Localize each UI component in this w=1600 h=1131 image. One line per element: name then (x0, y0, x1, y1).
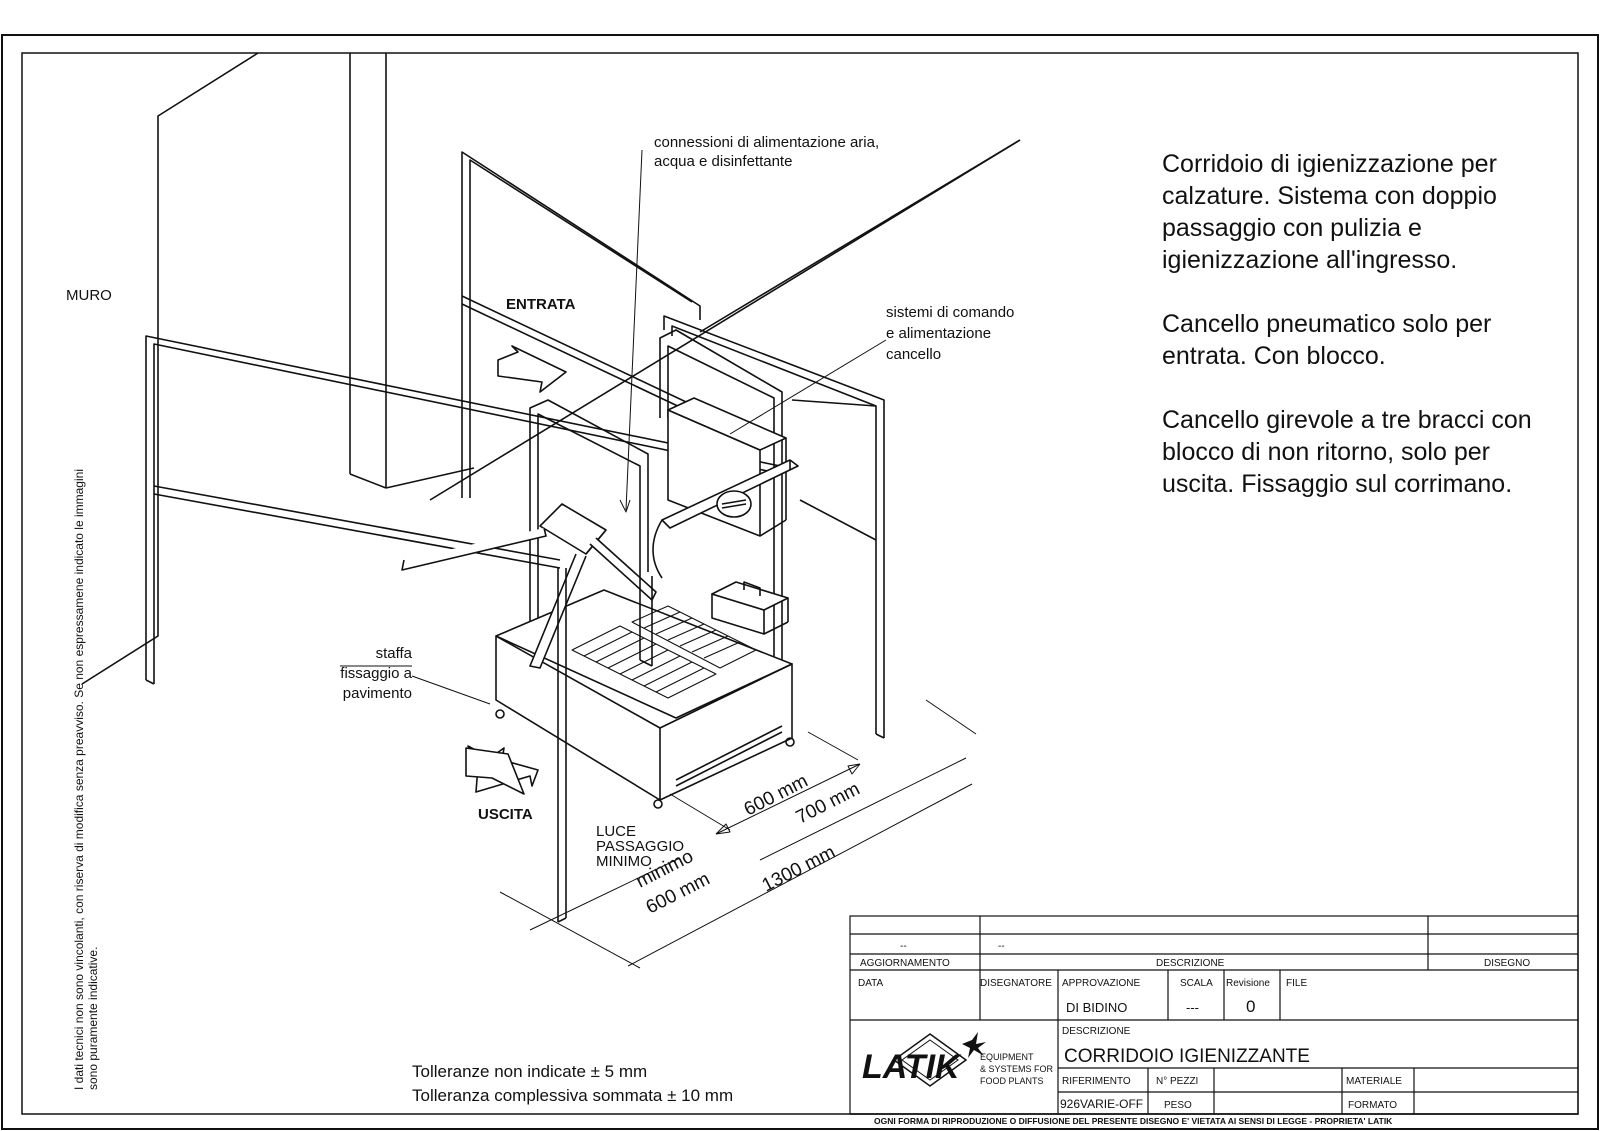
revisione-value: 0 (1246, 997, 1255, 1016)
description-paragraph-3: Cancello girevole a tre bracci con blocc… (1162, 406, 1532, 498)
company-line1: EQUIPMENT (980, 1052, 1034, 1062)
tolerance-line-1: Tolleranze non indicate ± 5 mm (412, 1062, 648, 1081)
exit-post (557, 568, 567, 923)
bracket-label-line1: staffa (376, 645, 413, 662)
exit-arrow (465, 745, 539, 795)
descrizione-header: DESCRIZIONE (1156, 958, 1225, 969)
company-line2: & SYSTEMS FOR (980, 1064, 1054, 1074)
control-label-line1: sistemi di comando (886, 304, 1014, 321)
leader-lines (340, 149, 887, 705)
formato-label: FORMATO (1348, 1100, 1397, 1111)
inner-frame (21, 52, 1579, 1115)
entry-label: ENTRATA (506, 296, 576, 313)
description-paragraph-2: Cancello pneumatico solo per entrata. Co… (1162, 310, 1492, 370)
floor-grating (571, 605, 757, 699)
descrizione-label: DESCRIZIONE (1062, 1026, 1131, 1037)
wall-label: MURO (66, 287, 112, 304)
revision-row-2: -- (998, 941, 1005, 952)
approvazione-label: APPROVAZIONE (1062, 978, 1140, 989)
connections-label-line2: acqua e disinfettante (654, 153, 792, 170)
control-label-line3: cancello (886, 346, 941, 363)
connections-label-line1: connessioni di alimentazione aria, (654, 134, 879, 151)
dimension-1300: 1300 mm (759, 842, 839, 897)
bracket-label-line3: pavimento (343, 685, 412, 702)
copyright-notice: OGNI FORMA DI RIPRODUZIONE O DIFFUSIONE … (874, 1116, 1393, 1126)
passage-label-line2: PASSAGGIO (596, 838, 684, 855)
logo-wordmark: LATIK (862, 1048, 962, 1086)
riferimento-label: RIFERIMENTO (1062, 1076, 1131, 1087)
description-paragraph-1: Corridoio di igienizzazione per calzatur… (1162, 150, 1497, 274)
n-pezzi-label: N° PEZZI (1156, 1076, 1198, 1087)
corridor-drawing (81, 52, 1021, 969)
exit-label: USCITA (478, 806, 533, 823)
wall (81, 52, 1021, 685)
materiale-label: MATERIALE (1346, 1076, 1402, 1087)
scala-label: SCALA (1180, 978, 1213, 989)
revisione-label: Revisione (1226, 978, 1270, 989)
right-frame (663, 315, 885, 739)
descrizione-value: CORRIDOIO IGIENIZZANTE (1064, 1046, 1310, 1067)
control-label-line2: e alimentazione (886, 325, 991, 342)
bracket-label-line2: fissaggio a (340, 665, 412, 682)
riferimento-value: 926VARIE-OFF (1060, 1097, 1143, 1111)
disegnatore-label: DISEGNATORE (980, 978, 1052, 989)
passage-label-line1: LUCE (596, 823, 636, 840)
disegno-label: DISEGNO (1484, 958, 1530, 969)
latik-logo: LATIK (862, 1032, 986, 1087)
scala-value: --- (1186, 1000, 1199, 1015)
entry-arrow (497, 345, 567, 393)
pneumatic-gate (652, 459, 799, 579)
passage-label-line3: MINIMO (596, 853, 652, 870)
approvazione-value: DI BIDINO (1066, 1000, 1127, 1015)
outer-frame (1, 34, 1599, 1130)
company-line3: FOOD PLANTS (980, 1076, 1044, 1086)
product-description: Corridoio di igienizzazione per calzatur… (1162, 148, 1562, 500)
data-label: DATA (858, 978, 884, 989)
disinfection-tray (495, 589, 795, 809)
file-label: FILE (1286, 978, 1307, 989)
supply-box (711, 581, 789, 635)
revision-row-1: -- (900, 941, 907, 952)
aggiornamento-label: AGGIORNAMENTO (860, 958, 950, 969)
disclaimer-note: I dati tecnici non sono vincolanti, con … (72, 469, 100, 1090)
peso-label: PESO (1164, 1100, 1192, 1111)
dimension-lines (499, 699, 977, 969)
tolerance-line-2: Tolleranza complessiva sommata ± 10 mm (412, 1086, 734, 1105)
